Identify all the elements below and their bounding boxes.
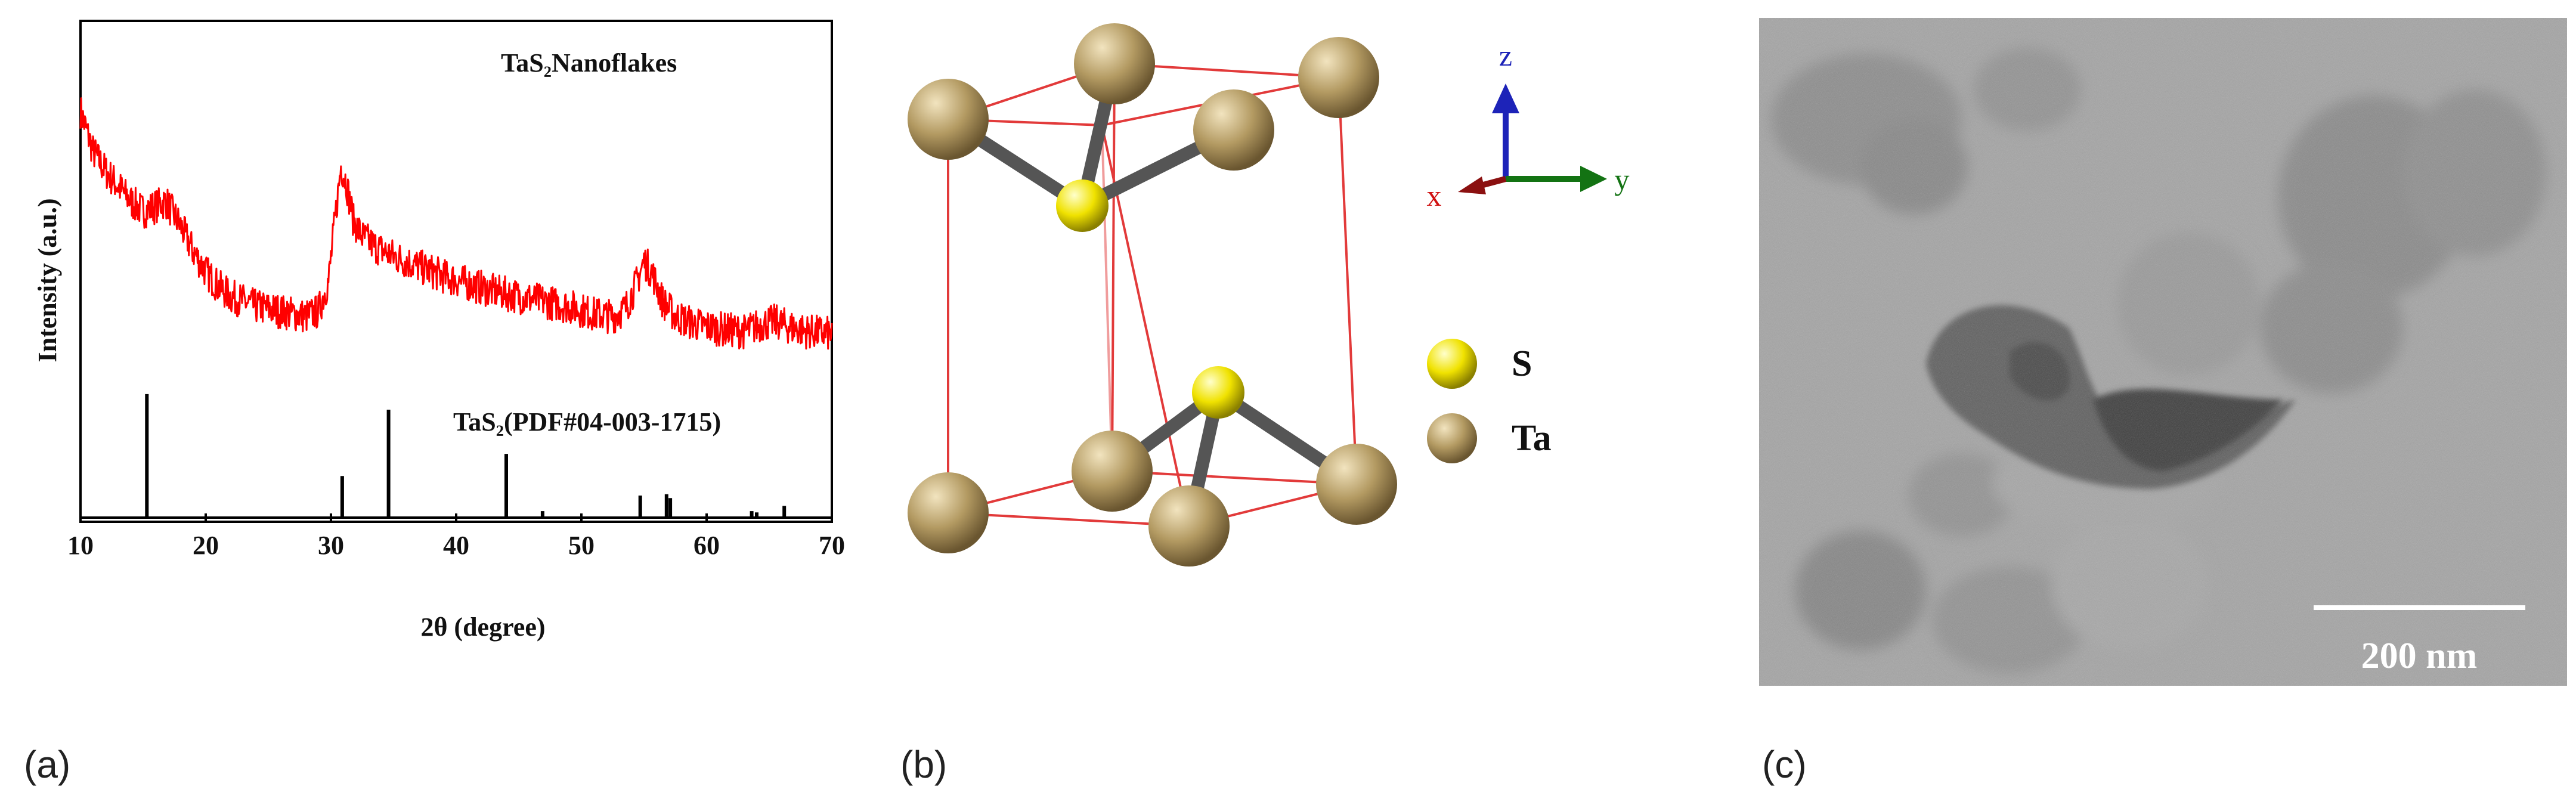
x-tick-label: 60: [693, 531, 720, 560]
xrd-chart: 10 20 30 40 50 60 70 TaS₂Nanoflakes TaS₂(PDF#0…: [33, 20, 845, 642]
panel-label-b: (b): [900, 743, 948, 786]
bonds: [942, 57, 1363, 533]
y-axis-label: Intensity (a.u.): [33, 198, 62, 362]
ta-atom: [908, 79, 989, 160]
ta-atom: [1074, 23, 1155, 104]
unit-cell-edges: [947, 63, 1358, 527]
series-label-nanoflakes: TaS₂Nanoflakes: [501, 48, 677, 78]
x-tick-label: 10: [67, 531, 94, 560]
x-axis-label: 2θ (degree): [420, 612, 545, 642]
scale-bar: [2314, 605, 2525, 610]
ta-atom: [1193, 89, 1274, 171]
ta-atom: [908, 472, 989, 553]
x-tick-label: 20: [193, 531, 219, 560]
legend-s-label: S: [1512, 343, 1532, 384]
ta-atom: [1316, 444, 1397, 525]
s-atom: [1056, 179, 1109, 232]
axis-label-z: z: [1499, 39, 1512, 72]
atom-legend: S Ta: [1427, 339, 1552, 463]
plot-frame: [79, 20, 833, 523]
legend-ta-icon: [1427, 413, 1477, 463]
panel-label-a: (a): [24, 743, 71, 786]
scale-bar-label: 200 nm: [2361, 636, 2478, 676]
x-tick-label: 70: [819, 531, 845, 560]
reference-label: TaS₂(PDF#04-003-1715): [453, 407, 721, 437]
coordinate-axes: z y x: [1427, 39, 1630, 212]
ta-atom: [1072, 431, 1153, 512]
s-atom: [1192, 366, 1244, 419]
legend-ta-label: Ta: [1512, 418, 1552, 459]
axis-label-x: x: [1427, 179, 1442, 212]
crystal-structure: z y x S Ta: [908, 23, 1630, 567]
x-tick-label: 30: [318, 531, 344, 560]
axis-label-y: y: [1615, 163, 1630, 196]
panel-label-c: (c): [1762, 743, 1807, 786]
xrd-axes: 10 20 30 40 50 60 70: [67, 20, 845, 560]
ta-atom: [1148, 485, 1230, 567]
series-line-nanoflakes: [79, 97, 833, 350]
x-tick-label: 50: [568, 531, 595, 560]
x-tick-label: 40: [443, 531, 469, 560]
legend-s-icon: [1427, 339, 1477, 389]
atoms: [908, 23, 1397, 567]
tem-micrograph: 200 nm: [1759, 18, 2567, 686]
reference-peaks: [145, 394, 787, 518]
ta-atom: [1298, 37, 1379, 118]
